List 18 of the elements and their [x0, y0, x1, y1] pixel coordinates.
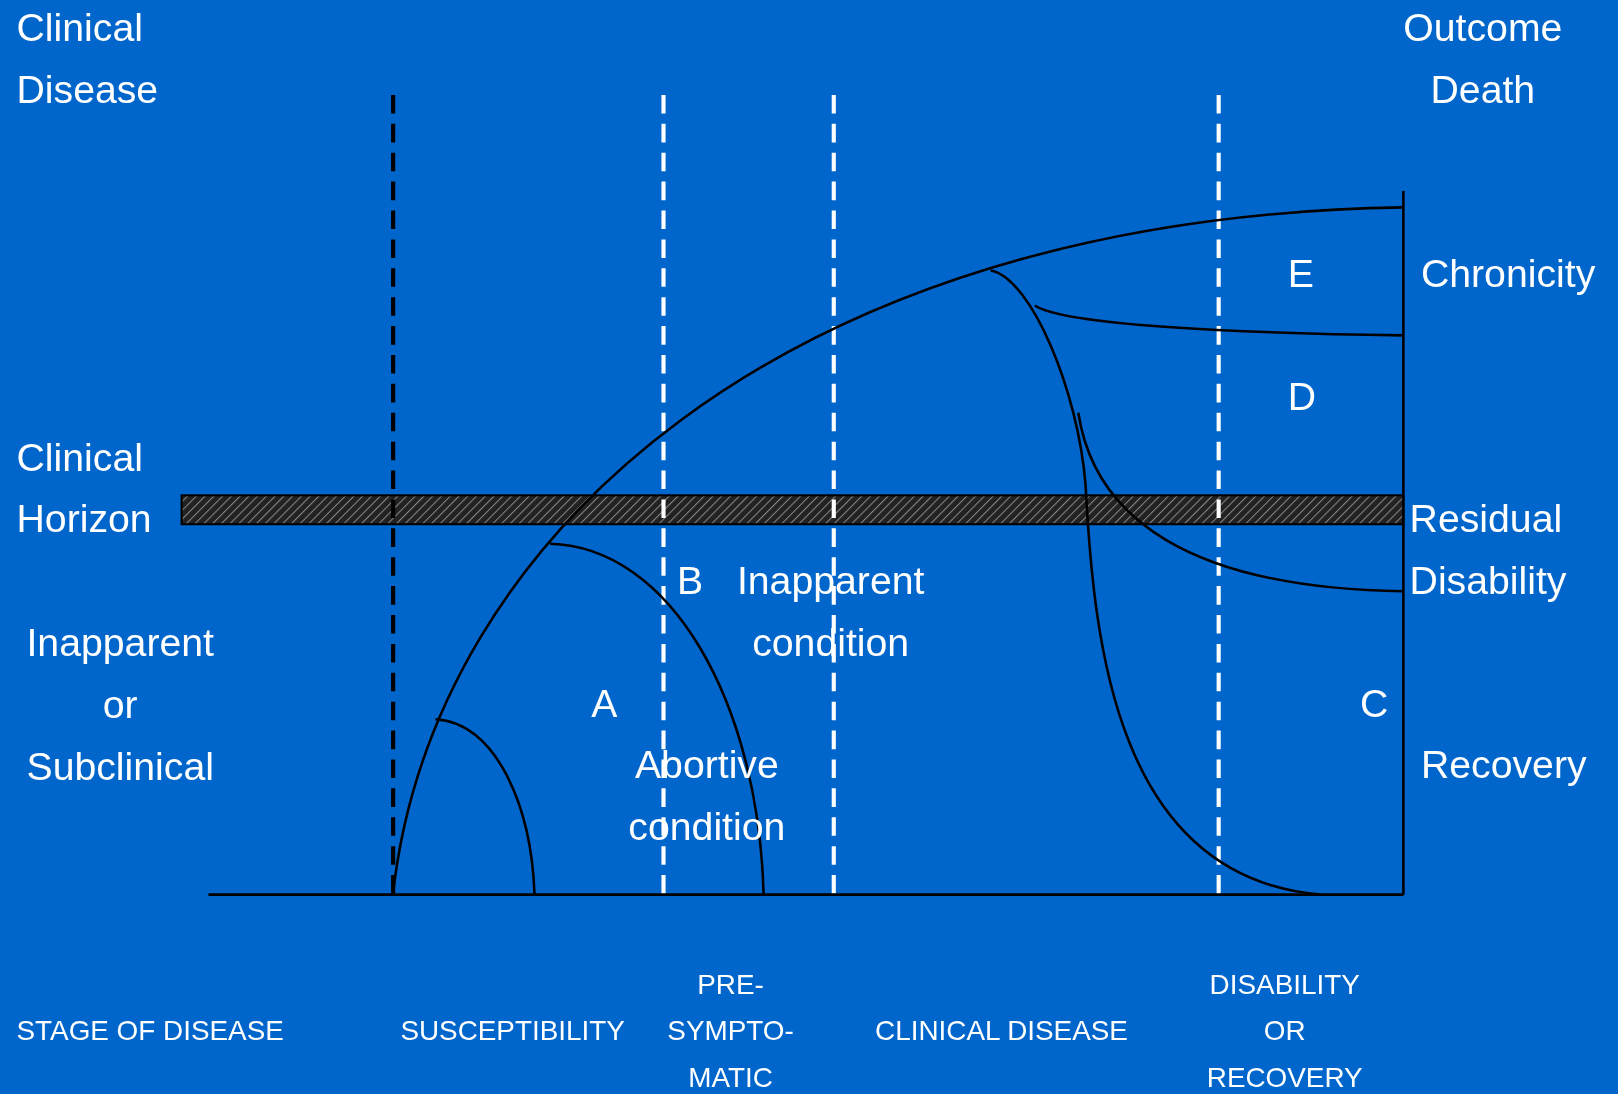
condition-label: Inapparent condition: [735, 558, 926, 667]
stage-label: STAGE OF DISEASE: [16, 1014, 284, 1049]
stage-label: PRE- SYMPTO- MATIC: [666, 967, 795, 1094]
region-letter: B: [676, 558, 704, 605]
axis-label: Clinical Disease: [16, 5, 160, 114]
outcome-label: Recovery: [1420, 741, 1587, 789]
region-letter: E: [1287, 250, 1314, 298]
region-letter: A: [591, 681, 618, 728]
outcome-label: Residual Disability: [1409, 496, 1568, 605]
axis-label: Clinical Horizon: [16, 434, 153, 543]
region-letter: C: [1360, 681, 1389, 728]
stage-label: SUSCEPTIBILITY: [400, 1014, 625, 1049]
region-letter: D: [1287, 373, 1317, 420]
outcome-label: Chronicity: [1420, 250, 1596, 298]
stage-label: CLINICAL DISEASE: [875, 1014, 1128, 1049]
axis-label: Inapparent or Subclinical: [25, 620, 215, 791]
stage-label: DISABILITY OR RECOVERY: [1205, 967, 1364, 1094]
outcome-label: Outcome Death: [1402, 5, 1564, 114]
